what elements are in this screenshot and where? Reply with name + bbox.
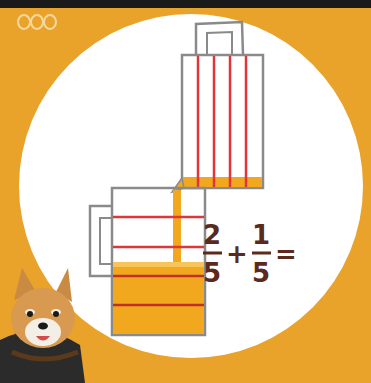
channel-logo — [18, 15, 56, 29]
screen-edge — [0, 0, 371, 8]
shiba-dog — [0, 268, 85, 383]
fraction-text: 1 — [252, 222, 270, 248]
fraction-text: 2 — [203, 222, 221, 248]
fraction-text: 5 — [203, 260, 221, 286]
lower-jug — [90, 188, 205, 335]
fraction-text: + — [226, 241, 248, 267]
fraction-text: = — [275, 241, 297, 267]
fraction-text: 5 — [252, 260, 270, 286]
pour-stream — [173, 190, 181, 270]
upper-pitcher — [172, 22, 263, 192]
